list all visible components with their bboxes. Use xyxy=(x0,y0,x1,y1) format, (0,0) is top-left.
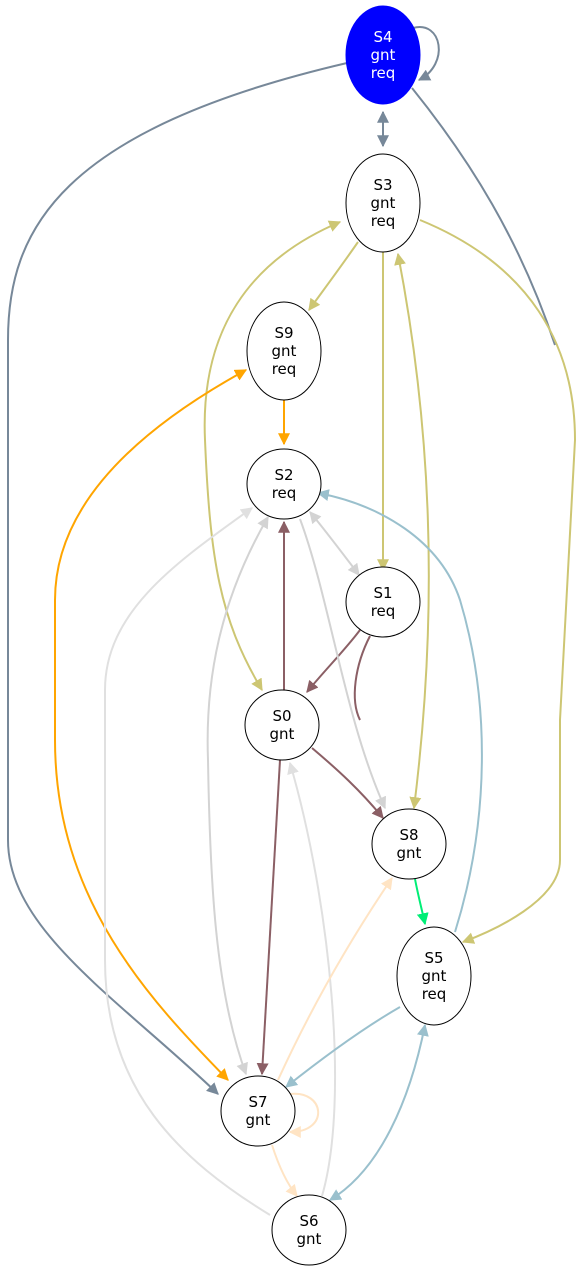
node-label-line: gnt xyxy=(371,46,396,64)
node-label-line: gnt xyxy=(397,844,422,862)
node-label-line: S0 xyxy=(272,707,291,725)
node-shape xyxy=(345,153,421,253)
edge-s2-s1 xyxy=(309,511,360,576)
node-label-line: S9 xyxy=(274,324,293,342)
edge-s6-s2 xyxy=(104,507,271,1216)
edge-s4-s7 xyxy=(7,62,348,1095)
edge-s7-s8 xyxy=(277,877,393,1081)
node-shape xyxy=(246,448,322,520)
node-label-line: S2 xyxy=(274,466,293,484)
edge-s3-s5 xyxy=(419,219,577,944)
node-label-line: S4 xyxy=(373,28,392,46)
edge-s7-s7 xyxy=(288,1092,320,1138)
node-label-line: req xyxy=(371,64,396,82)
node-label-line: req xyxy=(272,484,297,502)
node-label-line: S6 xyxy=(299,1212,318,1230)
node-label-line: gnt xyxy=(297,1230,322,1248)
node-label-line: S7 xyxy=(248,1093,267,1111)
edge-s8-s5 xyxy=(414,878,429,926)
edge-s5-s6 xyxy=(328,1023,429,1201)
node-shape xyxy=(345,566,421,638)
node-label-line: req xyxy=(422,985,447,1003)
node-label-line: gnt xyxy=(272,342,297,360)
node-shape xyxy=(396,926,472,1026)
edge-s2-s7 xyxy=(206,515,269,1076)
edge-s7-s6 xyxy=(271,1144,298,1197)
edge-s2-s8 xyxy=(299,518,386,810)
node-label-line: S8 xyxy=(399,826,418,844)
node-shape xyxy=(220,1075,296,1147)
edge-s3-s8 xyxy=(394,252,430,810)
node-label-line: req xyxy=(371,212,396,230)
edge-s0-s7 xyxy=(256,759,281,1076)
node-label-line: req xyxy=(371,602,396,620)
edge-s0-s8 xyxy=(311,747,384,819)
node-label-line: S1 xyxy=(373,584,392,602)
edge-s4-s4 xyxy=(412,26,440,81)
edge-s1-s8 xyxy=(353,635,371,721)
nodes-layer: S4gntreqS3gntreqS9gntreqS2reqS1reqS0gntS… xyxy=(220,5,472,1266)
edges-layer xyxy=(7,26,577,1216)
edge-s4-s1 xyxy=(411,87,556,346)
node-label-line: req xyxy=(272,360,297,378)
node-shape xyxy=(246,301,322,401)
node-shape xyxy=(244,689,320,761)
node-shape xyxy=(345,5,421,105)
node-label-line: gnt xyxy=(422,967,447,985)
node-label-line: S3 xyxy=(373,176,392,194)
node-label-line: S5 xyxy=(424,949,443,967)
edge-s1-s0 xyxy=(306,629,361,693)
node-label-line: gnt xyxy=(270,725,295,743)
node-shape xyxy=(271,1194,347,1266)
node-label-line: gnt xyxy=(371,194,396,212)
node-label-line: gnt xyxy=(246,1111,271,1129)
node-shape xyxy=(371,808,447,880)
edge-s9-s7 xyxy=(54,369,248,1081)
edge-s5-s2 xyxy=(316,489,483,933)
edge-s3-s9 xyxy=(308,241,359,311)
edge-s5-s7 xyxy=(285,1006,401,1088)
